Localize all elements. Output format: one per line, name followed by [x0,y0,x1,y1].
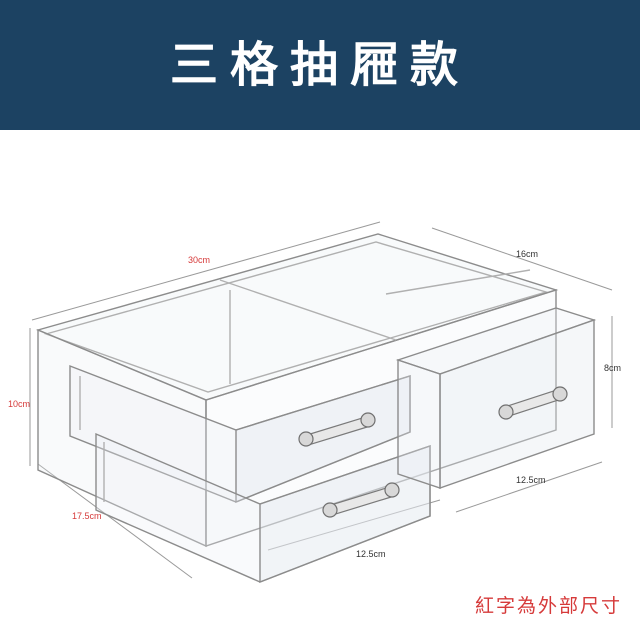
dimension-drawer-width-right: 12.5cm [516,475,546,485]
title-banner: 三格抽屜款 [0,0,640,130]
dimension-height-right: 8cm [604,363,622,373]
organizer-body [35,233,559,548]
dimension-lines [29,221,613,579]
product-illustration: 30cm 16cm 8cm 10cm 17.5cm 12.5cm 12.5cm … [0,130,640,640]
banner-title: 三格抽屜款 [169,37,470,93]
dimension-depth-left: 17.5cm [72,511,102,521]
handle-upper-left[interactable] [298,412,376,447]
organizer-drawing [29,221,613,584]
dimension-length: 30cm [188,255,211,265]
handle-lower-left[interactable] [322,482,400,518]
outer-dimension-note: 紅字為外部尺寸 [474,595,622,617]
dimension-depth-top: 16cm [516,249,539,259]
dimension-height-left: 10cm [8,399,31,409]
drawer-lower-left[interactable] [95,432,431,584]
dimension-drawer-width-front: 12.5cm [356,549,386,559]
handle-right[interactable] [498,386,568,420]
